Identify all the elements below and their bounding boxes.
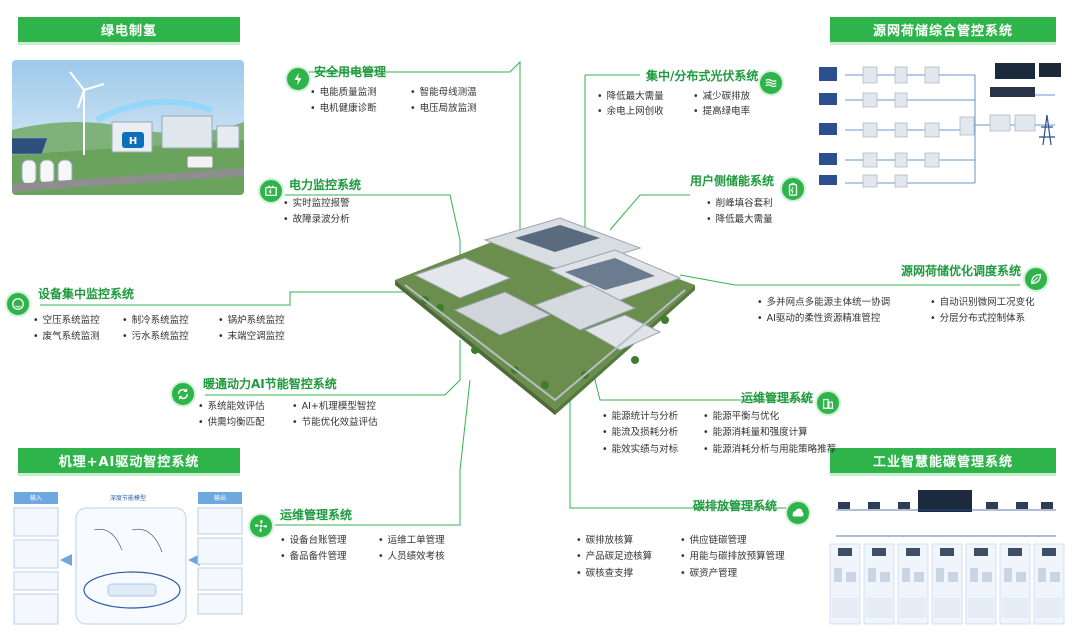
ops-right-feature: 能流及损耗分析 [602, 427, 679, 439]
equipment-title: 设备集中监控系统 [38, 287, 135, 301]
ops-right-feature: 能源消耗分析与用能策略推荐 [703, 444, 837, 456]
industrial-carbon-banner: 工业智慧能碳管理系统 [830, 448, 1056, 476]
solar-wave-icon [758, 70, 784, 96]
mech-ai-diagram: 输入 深度节能模型 输出 [12, 490, 244, 625]
pv-feature: 降低最大需量 [597, 91, 664, 103]
lightning-icon [285, 66, 311, 92]
equipment-feature: 空压系统监控 [33, 315, 100, 327]
carbon-feature: 碳排放核算 [576, 535, 634, 547]
green-hydrogen-banner: 绿电制氢 [18, 17, 240, 45]
equipment-feature: 锅炉系统监控 [218, 315, 285, 327]
optimize-feature: 分层分布式控制体系 [930, 313, 1026, 325]
ops-right-feature: 能效实绩与对标 [602, 444, 679, 456]
ops-left-feature: 设备台账管理 [280, 535, 347, 547]
storage-feature: 降低最大需量 [706, 214, 773, 226]
hvac-feature: AI+机理模型智控 [292, 401, 376, 413]
ops-right-feature: 能源消耗量和强度计算 [703, 427, 808, 439]
carbon-title: 碳排放管理系统 [693, 499, 778, 513]
ops-left-feature: 人员绩效考核 [378, 551, 445, 563]
ops-right-feature: 能源统计与分析 [602, 411, 679, 423]
source-grid-diagram [815, 55, 1070, 190]
pv-feature: 减少碳排放 [693, 91, 751, 103]
hvac-feature: 节能优化效益评估 [292, 417, 378, 429]
carbon-feature: 碳资产管理 [680, 568, 738, 580]
carbon-feature: 产品碳足迹核算 [576, 551, 653, 563]
power-monitor-feature: 实时监控报警 [283, 198, 350, 210]
recycle-icon [170, 381, 196, 407]
battery-icon [780, 176, 806, 202]
safety-feature: 电能质量监测 [310, 87, 377, 99]
ops-left-feature: 运维工单管理 [378, 535, 445, 547]
carbon-feature: 碳核查支撑 [576, 568, 634, 580]
ops-left-feature: 备品备件管理 [280, 551, 347, 563]
source-grid-banner: 源网荷储综合管控系统 [830, 17, 1056, 45]
monitor-face-icon [5, 291, 31, 317]
storage-feature: 削峰填谷套利 [706, 198, 773, 210]
pv-title: 集中/分布式光伏系统 [646, 69, 759, 83]
safety-feature: 电压局放监测 [410, 103, 477, 115]
fan-icon [248, 513, 274, 539]
leaf-grid-icon [1023, 266, 1049, 292]
safety-title: 安全用电管理 [314, 65, 387, 79]
carbon-feature: 用能与碳排放预算管理 [680, 551, 785, 563]
equipment-feature: 废气系统监测 [33, 331, 100, 343]
optimize-feature: 多并网点多能源主体统一协调 [757, 297, 891, 309]
optimize-feature: 自动识别微网工况变化 [930, 297, 1035, 309]
ops-left-title: 运维管理系统 [280, 508, 353, 522]
mech-ai-banner: 机理+AI驱动智控系统 [18, 448, 240, 476]
optimize-title: 源网荷储优化调度系统 [901, 264, 1022, 278]
hvac-feature: 系统能效评估 [198, 401, 265, 413]
equipment-feature: 末端空调监控 [218, 331, 285, 343]
pv-feature: 提高绿电率 [693, 106, 751, 118]
hvac-title: 暖通动力AI节能智控系统 [203, 377, 337, 391]
building-chart-icon [815, 390, 841, 416]
cloud-carbon-icon [785, 500, 811, 526]
optimize-feature: AI驱动的柔性资源精准管控 [757, 313, 881, 325]
storage-title: 用户侧储能系统 [690, 174, 775, 188]
battery-meter-icon [258, 178, 284, 204]
equipment-feature: 污水系统监控 [122, 331, 189, 343]
power-monitor-feature: 故障录波分析 [283, 214, 350, 226]
mech-input-label: 输入 [30, 495, 43, 502]
hvac-feature: 供需均衡匹配 [198, 417, 265, 429]
safety-feature: 智能母线测温 [410, 87, 477, 99]
mech-model-label: 深度节能模型 [110, 495, 147, 502]
equipment-feature: 制冷系统监控 [122, 315, 189, 327]
safety-feature: 电机健康诊断 [310, 103, 377, 115]
ops-right-title: 运维管理系统 [741, 391, 814, 405]
ops-right-feature: 能源平衡与优化 [703, 411, 780, 423]
green-hydrogen-image: H [12, 60, 244, 195]
mech-output-label: 输出 [214, 495, 227, 502]
carbon-feature: 供应链碳管理 [680, 535, 747, 547]
factory-3d-model [385, 210, 700, 415]
power-monitor-title: 电力监控系统 [289, 178, 362, 192]
pv-feature: 余电上网创收 [597, 106, 664, 118]
svg-text:H: H [129, 136, 137, 147]
industrial-carbon-diagram [826, 488, 1066, 628]
